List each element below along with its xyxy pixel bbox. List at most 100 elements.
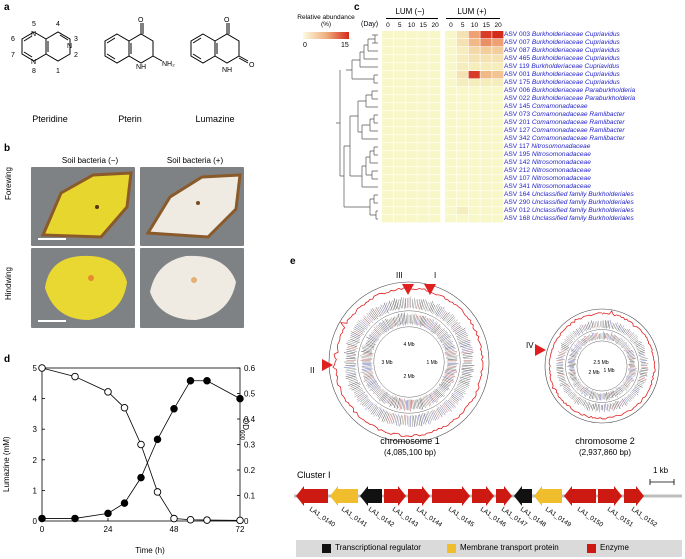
gene-arrow-la1_0151 xyxy=(598,486,622,506)
heatmap-cell xyxy=(429,183,441,191)
heatmap-cell xyxy=(417,159,429,167)
asv-id: ASV 290 xyxy=(504,199,532,206)
gene-tick xyxy=(431,410,436,421)
gene-tick xyxy=(567,362,576,364)
gene-tick xyxy=(429,393,435,403)
heatmap-cell xyxy=(382,47,394,55)
heatmap-cell xyxy=(480,207,492,215)
heatmap-cell xyxy=(382,215,394,223)
gene-tick xyxy=(436,306,443,317)
heatmap-cell xyxy=(417,95,429,103)
gene-tick xyxy=(366,379,377,386)
gene-tick xyxy=(581,387,587,395)
gene-tick xyxy=(572,332,577,338)
heatmap-cell xyxy=(429,159,441,167)
asv-id: ASV 168 xyxy=(504,215,532,222)
gene-tick xyxy=(432,409,438,420)
gene-tick xyxy=(384,320,390,330)
gene-tick xyxy=(351,385,361,391)
od-point xyxy=(38,514,46,523)
heatmap-cell xyxy=(429,47,441,55)
heatmap-cell xyxy=(492,127,504,135)
gene-tick xyxy=(435,388,444,397)
gene-tick xyxy=(568,370,576,373)
gene-tick xyxy=(461,372,472,375)
gene-tick xyxy=(635,343,642,348)
gene-tick xyxy=(424,318,430,328)
heatmap-cell xyxy=(445,167,457,175)
gene-tick xyxy=(363,371,373,374)
ring-number-5: 5 xyxy=(32,21,36,28)
gene-tick xyxy=(457,382,470,388)
gene-tick xyxy=(618,386,623,393)
gene-tick xyxy=(442,342,453,348)
gene-tick xyxy=(356,323,365,331)
gene-tick xyxy=(434,303,440,314)
heatmap-cell xyxy=(468,95,480,103)
asv-id: ASV 087 xyxy=(504,47,532,54)
heatmap-cell xyxy=(456,87,468,95)
gene-tick xyxy=(356,391,366,398)
chr1-tick: 1 Mb xyxy=(426,360,437,366)
asv-row-label: ASV 168 Unclassified family Burkholderia… xyxy=(504,215,634,223)
outer-ring xyxy=(544,308,660,424)
gene-tick xyxy=(626,349,631,353)
gene-tick xyxy=(391,301,395,311)
gene-arrow-la1_0148 xyxy=(514,486,532,506)
heatmap-cell xyxy=(429,103,441,111)
genome-maps: III I II IV 4 Mb 1 Mb 2 Mb 3 Mb 2.5 Mb 1… xyxy=(310,271,660,443)
gene-tick xyxy=(396,315,401,327)
gene-tick xyxy=(623,347,630,352)
marker-label-iv: IV xyxy=(526,341,534,350)
lumazine-point xyxy=(203,516,211,524)
gene-tick xyxy=(346,349,357,352)
cluster-title: Cluster I xyxy=(297,470,331,480)
lumazine-point xyxy=(71,372,79,381)
gene-tick xyxy=(615,388,620,396)
gene-tick xyxy=(363,345,375,350)
gene-tick xyxy=(445,348,457,352)
asv-row-label: ASV 007 Burkholderiaceae Cupriavidus xyxy=(504,39,620,47)
gene-tick xyxy=(615,322,618,329)
day-tick-label: 15 xyxy=(483,22,491,29)
heatmap-cell xyxy=(480,199,492,207)
heatmap-cell xyxy=(429,31,441,39)
gene-tick xyxy=(363,317,371,325)
heatmap-cell xyxy=(492,103,504,111)
gene-tick xyxy=(441,382,449,388)
legend-label-regulator: Transcriptional regulator xyxy=(335,543,421,552)
gene-tick xyxy=(418,298,421,309)
gene-tick xyxy=(445,352,457,356)
gene-tick xyxy=(418,399,422,410)
heatmap-cell xyxy=(468,167,480,175)
heatmap-cell xyxy=(417,183,429,191)
ring-number-6: 6 xyxy=(11,36,15,43)
gene-tick xyxy=(581,399,585,406)
gene-tick xyxy=(576,384,582,390)
heatmap-cell xyxy=(445,127,457,135)
gene-tick xyxy=(594,333,597,340)
gene-tick xyxy=(583,387,588,394)
heatmap-cell xyxy=(456,215,468,223)
gene-tick xyxy=(575,328,581,335)
gene-tick xyxy=(399,299,402,309)
gene-tick xyxy=(455,327,466,335)
gene-tick xyxy=(422,413,426,425)
heatmap-cell xyxy=(405,87,417,95)
gene-tick xyxy=(585,324,588,330)
heatmap-cell xyxy=(492,183,504,191)
gene-tick xyxy=(609,392,612,399)
gene-tick xyxy=(437,406,444,416)
group-bracket xyxy=(446,18,500,19)
heatmap-cell xyxy=(445,151,457,159)
gene-tick xyxy=(559,353,566,356)
heatmap-cell xyxy=(492,39,504,47)
gene-tick xyxy=(430,321,437,331)
gene-tick xyxy=(397,415,400,427)
gene-tick xyxy=(461,367,474,370)
gene-tick xyxy=(559,382,567,387)
gene-tick xyxy=(567,360,575,363)
gene-tick xyxy=(430,392,439,402)
gene-tick xyxy=(351,331,361,337)
gene-tick xyxy=(421,316,426,327)
